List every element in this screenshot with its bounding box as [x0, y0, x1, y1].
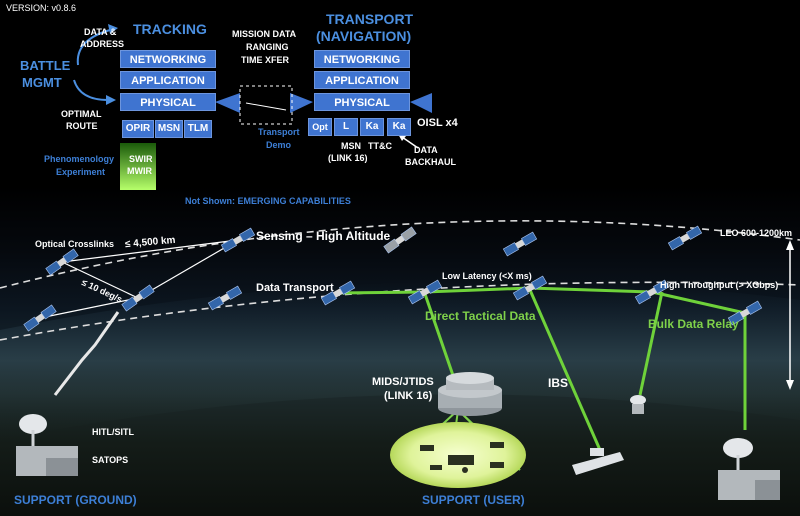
mission-data-3: TIME XFER [241, 55, 290, 65]
terminal-l: L [334, 118, 358, 136]
transport-demo-1: Transport [258, 127, 300, 137]
satellite-icon [207, 285, 243, 311]
swir-mwir-beam [120, 143, 156, 190]
satops-label: SATOPS [92, 455, 129, 465]
bulk-relay-label: Bulk Data Relay [648, 317, 739, 331]
sensing-orbit [0, 220, 800, 289]
satellite-icon [320, 280, 356, 306]
mids-jtids-station [438, 372, 502, 416]
satellite-icon [512, 275, 548, 301]
satellite-icon [220, 227, 256, 253]
mids-label: MIDS/JTIDS [372, 376, 434, 388]
data-address-arrow [76, 29, 111, 66]
optimal-route-1: OPTIMAL [61, 109, 102, 119]
mids-link16-label: (LINK 16) [384, 390, 433, 402]
transport-demo-box [239, 85, 293, 125]
leo-altitude-label: LEO 600-1200km [720, 228, 793, 238]
data-transport-label: Data Transport [256, 282, 334, 294]
terminal-ka-1: Ka [360, 118, 384, 136]
green-links [337, 286, 747, 451]
satellite-icon [727, 300, 763, 326]
not-shown-note: Not Shown: EMERGING CAPABILITIES [185, 196, 351, 206]
mgmt-label: MGMT [22, 75, 62, 90]
tracking-antenna-icon [215, 93, 240, 113]
optimal-route-2: ROUTE [66, 121, 98, 131]
satellite-icon [407, 279, 443, 305]
low-latency-label: Low Latency (<X ms) [442, 271, 532, 281]
oisl-label: OISL x4 [417, 117, 458, 129]
data-address-1: DATA & [84, 27, 117, 37]
satellite-icon [45, 248, 79, 276]
phenomenology-1: Phenomenology [44, 154, 115, 164]
mission-data-2: RANGING [246, 42, 289, 52]
direct-tactical-label: Direct Tactical Data [425, 309, 536, 323]
satellite-icon [502, 231, 538, 257]
satellite-icon [23, 304, 57, 332]
transport-antenna-icon [290, 93, 313, 113]
tracking-layer-networking: NETWORKING [120, 50, 216, 68]
support-ground-label: SUPPORT (GROUND) [14, 493, 137, 507]
transport-layer-application: APPLICATION [314, 71, 410, 89]
satellite-icon [383, 226, 417, 254]
transport-subtitle: (NAVIGATION) [316, 28, 412, 44]
msn-label: MSN [341, 141, 361, 151]
high-throughput-label: High Throughput (> XGbps) [660, 280, 779, 290]
earth-atmosphere [0, 280, 800, 440]
satellite-icon [667, 225, 703, 251]
terminal-ka-2: Ka [387, 118, 411, 136]
optimal-route-arrow [73, 79, 109, 101]
phenomenology-2: Experiment [56, 167, 106, 177]
mission-data-1: MISSION DATA [232, 29, 297, 39]
hitl-sitl-label: HITL/SITL [92, 427, 134, 437]
sensing-label: Sensing – High Altitude [256, 229, 391, 243]
tracking-layer-application: APPLICATION [120, 71, 216, 89]
terminal-opt: Opt [308, 118, 332, 136]
data-backhaul-2: BACKHAUL [405, 157, 456, 167]
ship-icon [572, 452, 624, 475]
ground-station-right [718, 438, 780, 500]
tracking-sensor-opir: OPIR [122, 120, 154, 138]
sensor-mwir: MWIR [127, 166, 152, 176]
optical-crosslinks-label: Optical Crosslinks [35, 239, 115, 249]
tracking-sensor-msn: MSN [155, 120, 183, 138]
satellite-icon [121, 284, 155, 312]
sensor-swir: SWIR [129, 154, 153, 164]
ground-downlink [53, 311, 120, 396]
oisl-antenna-icon [410, 93, 432, 113]
data-address-2: ADDRESS [80, 39, 125, 49]
satellites [23, 225, 763, 332]
transport-layer-networking: NETWORKING [314, 50, 410, 68]
data-backhaul-1: DATA [414, 145, 438, 155]
transport-layer-physical: PHYSICAL [314, 93, 410, 111]
transport-title: TRANSPORT [326, 11, 414, 27]
battle-label: BATTLE [20, 58, 71, 73]
transport-demo-2: Demo [266, 140, 292, 150]
ibs-label: IBS [548, 376, 569, 390]
version-label: VERSION: v0.8.6 [6, 3, 77, 13]
support-user-label: SUPPORT (USER) [422, 493, 525, 507]
satellite-icon [634, 279, 670, 305]
tracking-layer-physical: PHYSICAL [120, 93, 216, 111]
tracking-sensor-tlm: TLM [184, 120, 212, 138]
tracking-title: TRACKING [133, 21, 207, 37]
ground-station-left [16, 414, 78, 476]
ttc-label: TT&C [368, 141, 392, 151]
relay-antenna [630, 395, 646, 414]
link16-label: (LINK 16) [328, 153, 368, 163]
user-vehicles [420, 442, 504, 473]
